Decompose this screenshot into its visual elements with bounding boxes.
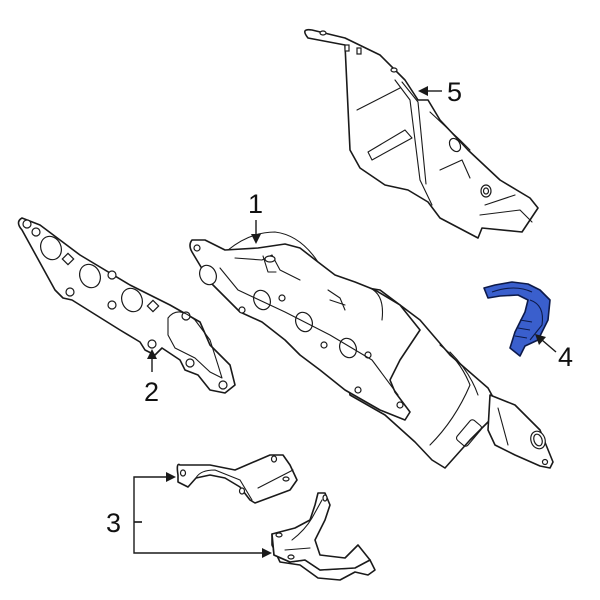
callout-label-1: 1 xyxy=(248,189,263,219)
arrow-icon xyxy=(251,234,261,244)
part-2-gasket[interactable] xyxy=(17,217,236,394)
arrow-icon xyxy=(262,548,272,558)
callout-1: 1 xyxy=(248,189,263,244)
arrow-icon xyxy=(147,349,157,359)
arrow-icon xyxy=(418,86,428,96)
part-5-heat-shield[interactable] xyxy=(304,28,539,239)
callout-5: 5 xyxy=(418,77,462,107)
callout-label-2: 2 xyxy=(144,377,159,407)
callout-3: 3 xyxy=(106,472,272,558)
callout-2: 2 xyxy=(144,349,159,407)
callout-label-4: 4 xyxy=(558,342,573,372)
part-3-bracket-upper[interactable] xyxy=(176,454,298,504)
callout-label-5: 5 xyxy=(447,77,462,107)
part-4-heat-shield-clip[interactable] xyxy=(483,281,551,357)
arrow-icon xyxy=(166,472,176,482)
part-1-exhaust-manifold[interactable] xyxy=(189,231,554,469)
callout-label-3: 3 xyxy=(106,508,121,538)
part-3-bracket-lower[interactable] xyxy=(271,492,376,581)
callout-4: 4 xyxy=(535,334,573,372)
arrow-icon xyxy=(535,334,546,345)
